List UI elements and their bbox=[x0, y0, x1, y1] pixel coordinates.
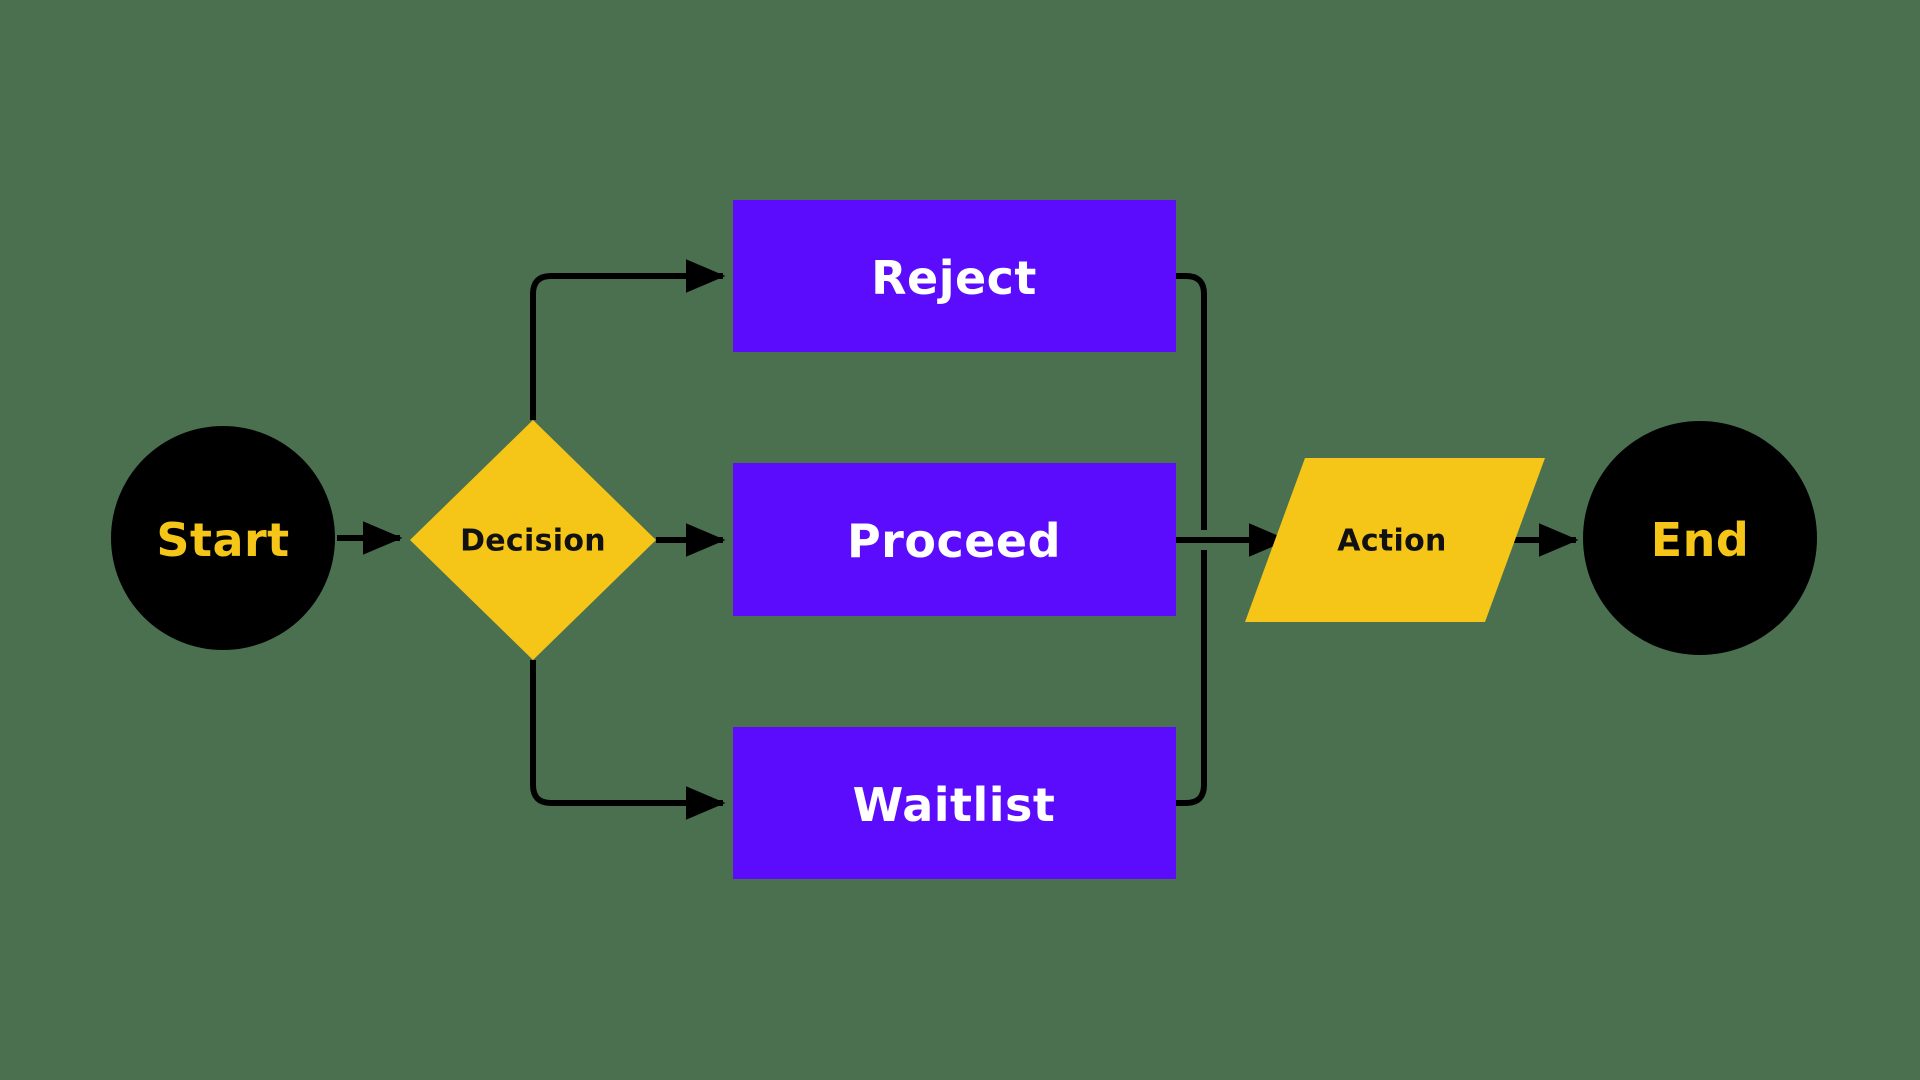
edge-reject-to-merge bbox=[1176, 273, 1207, 530]
reject-box-shape bbox=[733, 200, 1176, 352]
edge-decision-to-waitlist bbox=[530, 660, 726, 820]
proceed-box-shape bbox=[733, 463, 1176, 616]
node-layer: Start Decision Reject Proceed Waitlist bbox=[111, 200, 1817, 879]
waitlist-label: Waitlist bbox=[853, 778, 1056, 832]
node-decision[interactable]: Decision bbox=[410, 420, 656, 660]
reject-label: Reject bbox=[871, 251, 1037, 305]
edge-layer bbox=[337, 259, 1579, 820]
edge-waitlist-to-merge bbox=[1176, 550, 1207, 806]
start-circle-shape bbox=[111, 426, 335, 650]
end-circle-shape bbox=[1583, 421, 1817, 655]
action-label: Action bbox=[1337, 524, 1446, 559]
decision-label: Decision bbox=[460, 524, 606, 559]
edge-decision-to-reject bbox=[530, 259, 726, 420]
node-end[interactable]: End bbox=[1583, 421, 1817, 655]
start-label: Start bbox=[156, 513, 289, 567]
action-parallelogram-shape bbox=[1245, 458, 1545, 622]
waitlist-box-shape bbox=[733, 727, 1176, 879]
node-action[interactable]: Action bbox=[1245, 458, 1545, 622]
proceed-label: Proceed bbox=[847, 514, 1061, 568]
node-waitlist[interactable]: Waitlist bbox=[733, 727, 1176, 879]
decision-diamond-shape bbox=[410, 420, 656, 660]
node-reject[interactable]: Reject bbox=[733, 200, 1176, 352]
node-proceed[interactable]: Proceed bbox=[733, 463, 1176, 616]
node-start[interactable]: Start bbox=[111, 426, 335, 650]
end-label: End bbox=[1651, 513, 1750, 567]
